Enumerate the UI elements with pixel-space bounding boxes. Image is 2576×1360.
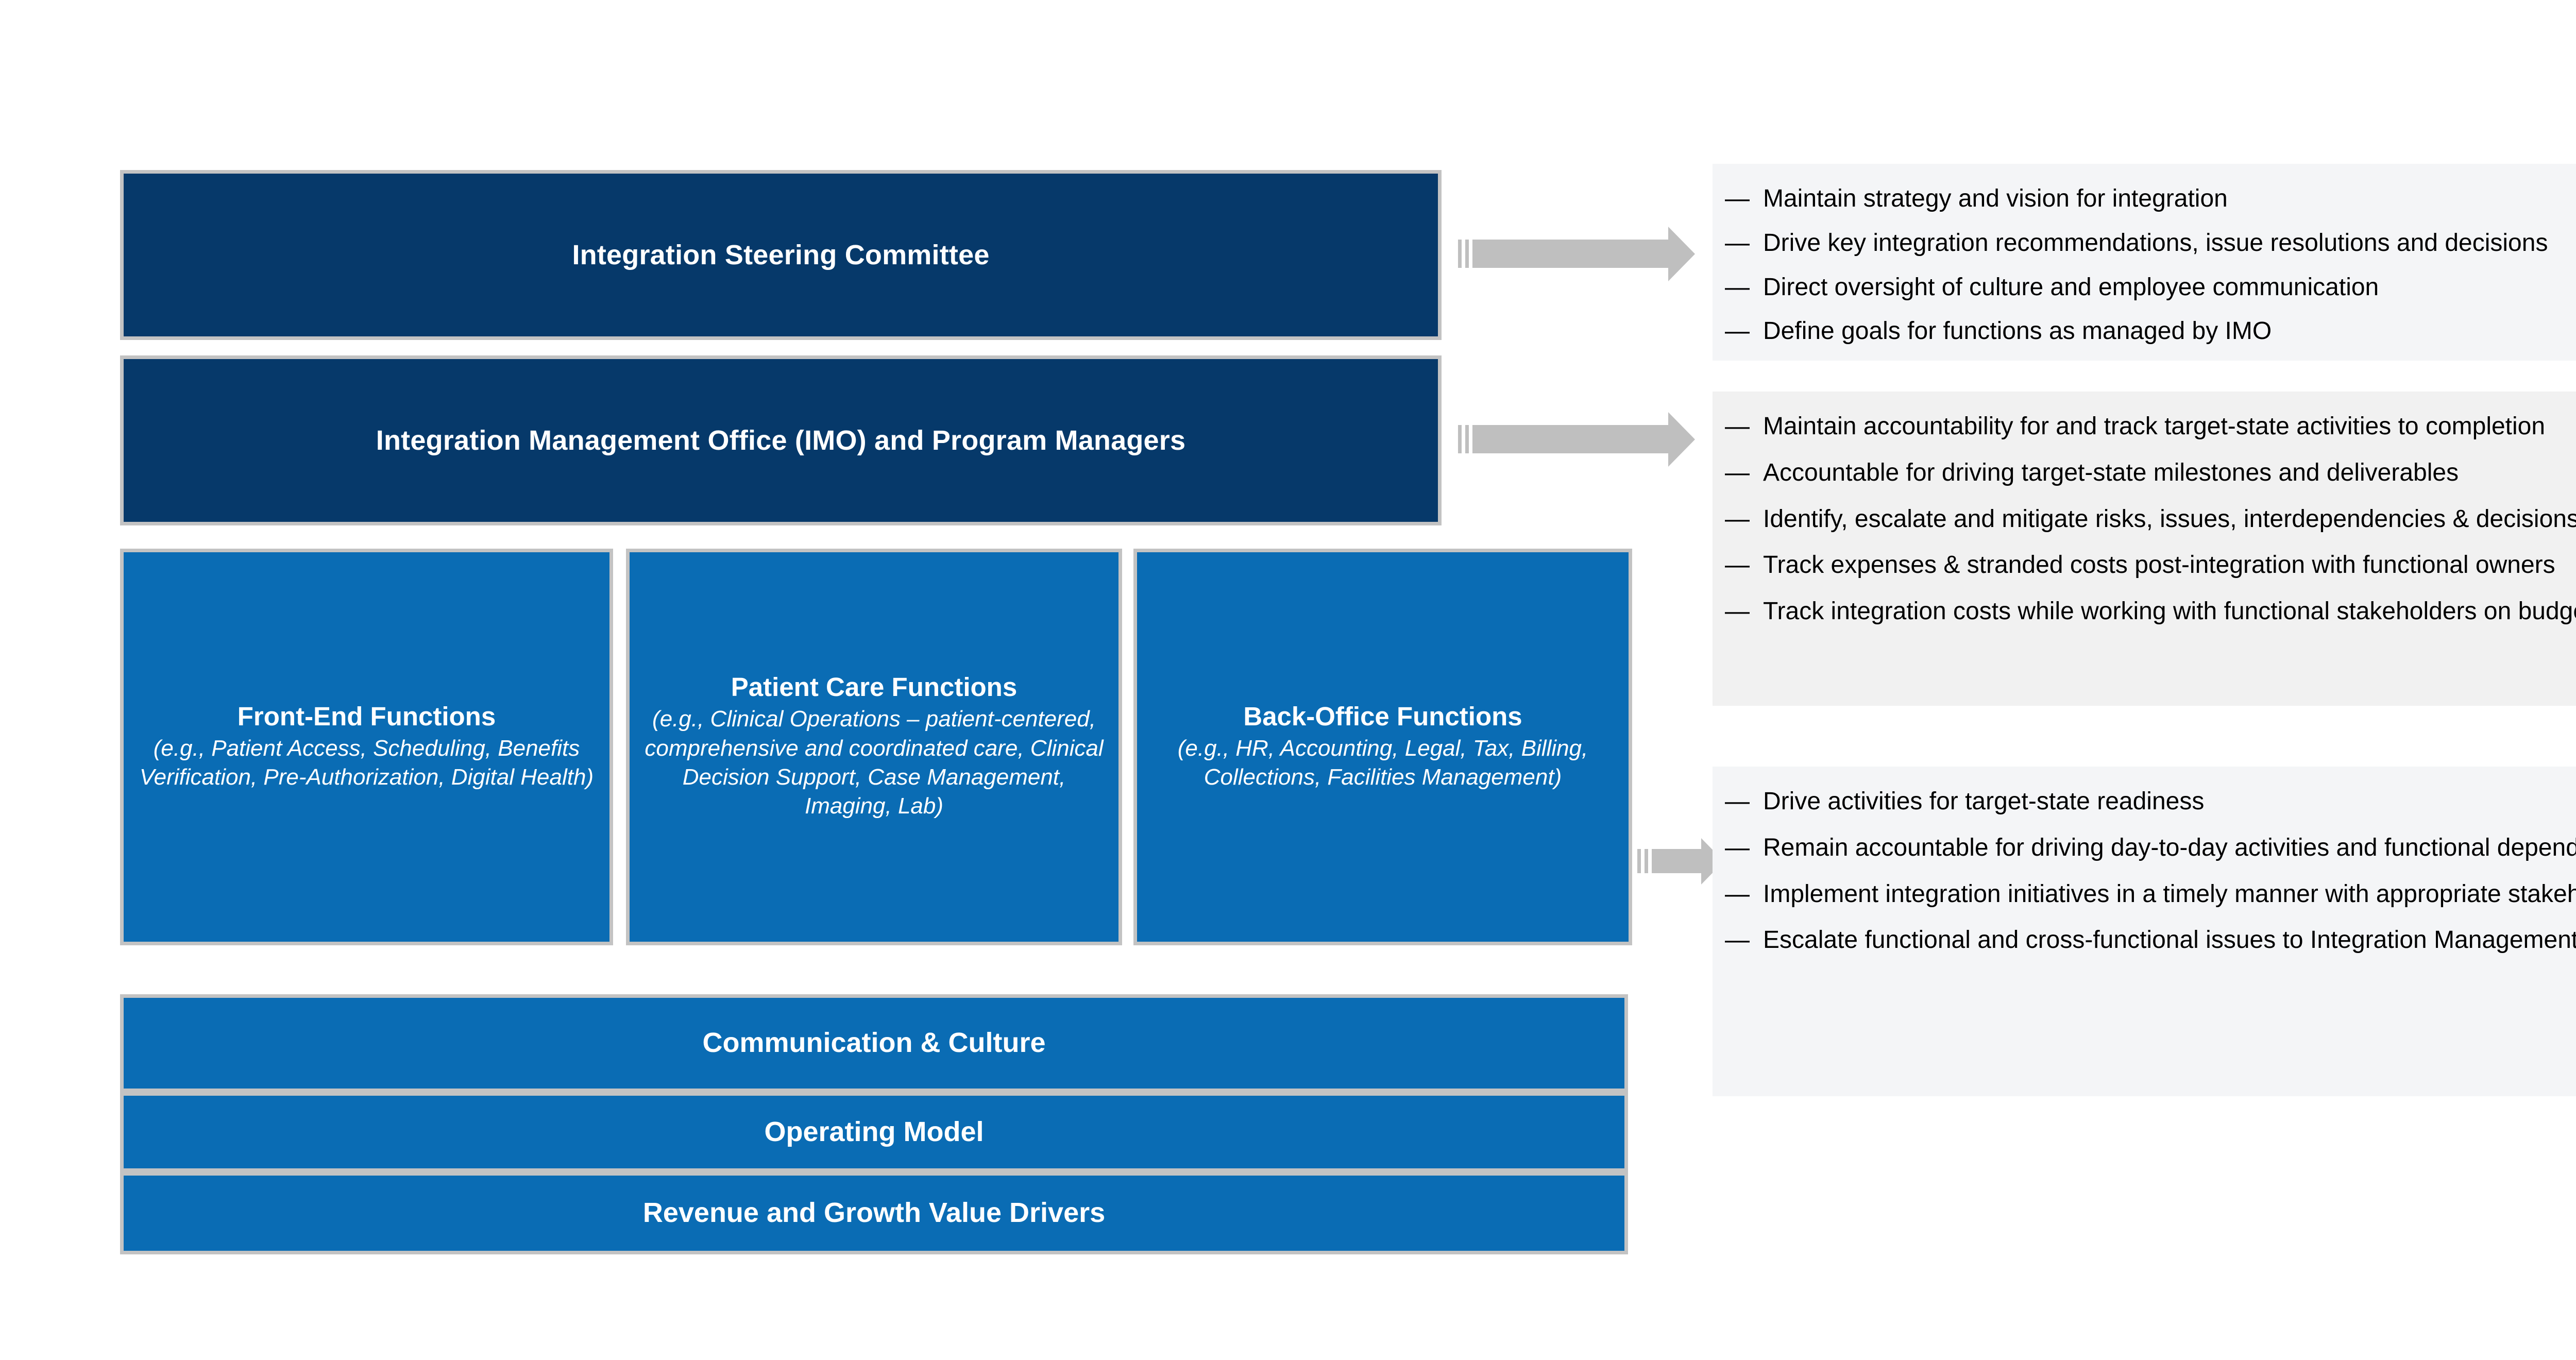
arrow-shaft xyxy=(1472,240,1668,268)
list-item: — Direct oversight of culture and employ… xyxy=(1725,271,2576,304)
bullet-text: Remain accountable for driving day-to-da… xyxy=(1763,834,2576,861)
communication-culture-bar[interactable]: Communication & Culture xyxy=(120,994,1628,1092)
bullet-dash-icon: — xyxy=(1725,880,1750,908)
bullet-dash-icon: — xyxy=(1725,788,1750,815)
communication-culture-label: Communication & Culture xyxy=(702,1027,1046,1059)
list-item: — Implement integration initiatives in a… xyxy=(1725,878,2576,911)
back-office-functions-title: Back-Office Functions xyxy=(1243,701,1522,731)
arrow-shaft xyxy=(1652,849,1701,873)
bullet-text: Drive activities for target-state readin… xyxy=(1763,788,2205,815)
bullet-text: Escalate functional and cross-functional… xyxy=(1763,926,2576,954)
bullet-dash-icon: — xyxy=(1725,317,1750,345)
bullet-text: Drive key integration recommendations, i… xyxy=(1763,229,2548,257)
front-end-functions-box[interactable]: Front-End Functions (e.g., Patient Acces… xyxy=(120,549,613,945)
bullet-dash-icon: — xyxy=(1725,185,1750,212)
front-end-functions-examples: (e.g., Patient Access, Scheduling, Benef… xyxy=(139,735,594,790)
operating-model-label: Operating Model xyxy=(764,1116,984,1147)
steering-committee-responsibilities-panel: — Maintain strategy and vision for integ… xyxy=(1713,164,2576,361)
back-office-functions-box[interactable]: Back-Office Functions (e.g., HR, Account… xyxy=(1133,549,1632,945)
arrow-right-icon-steering xyxy=(1458,226,1695,281)
bullet-dash-icon: — xyxy=(1725,413,1750,440)
bullet-text: Identify, escalate and mitigate risks, i… xyxy=(1763,505,2576,533)
bullet-text: Track integration costs while working wi… xyxy=(1763,598,2576,625)
revenue-growth-value-drivers-bar[interactable]: Revenue and Growth Value Drivers xyxy=(120,1172,1628,1254)
revenue-growth-value-drivers-label: Revenue and Growth Value Drivers xyxy=(642,1197,1106,1229)
responsibility-list: — Maintain accountability for and track … xyxy=(1725,410,2576,628)
bullet-text: Direct oversight of culture and employee… xyxy=(1763,273,2379,301)
arrow-tail-stripes xyxy=(1637,849,1652,873)
bullet-dash-icon: — xyxy=(1725,834,1750,861)
bullet-text: Maintain strategy and vision for integra… xyxy=(1763,185,2228,212)
bullet-text: Define goals for functions as managed by… xyxy=(1763,317,2272,345)
steering-committee-label: Integration Steering Committee xyxy=(572,239,990,270)
list-item: — Track integration costs while working … xyxy=(1725,595,2576,628)
arrow-head xyxy=(1668,412,1695,467)
bullet-text: Maintain accountability for and track ta… xyxy=(1763,413,2546,440)
list-item: — Escalate functional and cross-function… xyxy=(1725,924,2576,957)
bullet-text: Accountable for driving target-state mil… xyxy=(1763,458,2459,486)
bullet-dash-icon: — xyxy=(1725,926,1750,954)
patient-care-functions-box[interactable]: Patient Care Functions (e.g., Clinical O… xyxy=(626,549,1122,945)
list-item: — Maintain strategy and vision for integ… xyxy=(1725,182,2576,215)
patient-care-functions-examples: (e.g., Clinical Operations – patient-cen… xyxy=(645,706,1104,819)
list-item: — Define goals for functions as managed … xyxy=(1725,315,2576,348)
bullet-dash-icon: — xyxy=(1725,598,1750,625)
list-item: — Drive activities for target-state read… xyxy=(1725,785,2576,818)
responsibility-list: — Maintain strategy and vision for integ… xyxy=(1725,182,2576,348)
bullet-dash-icon: — xyxy=(1725,229,1750,257)
imo-label: Integration Management Office (IMO) and … xyxy=(376,424,1186,456)
list-item: — Remain accountable for driving day-to-… xyxy=(1725,831,2576,864)
bullet-dash-icon: — xyxy=(1725,551,1750,579)
list-item: — Accountable for driving target-state m… xyxy=(1725,456,2576,489)
patient-care-functions-title: Patient Care Functions xyxy=(731,672,1018,702)
list-item: — Maintain accountability for and track … xyxy=(1725,410,2576,443)
imo-responsibilities-panel: — Maintain accountability for and track … xyxy=(1713,392,2576,706)
arrow-shaft xyxy=(1472,425,1668,453)
list-item: — Identify, escalate and mitigate risks,… xyxy=(1725,503,2576,536)
front-end-functions-title: Front-End Functions xyxy=(237,701,496,731)
imo-box[interactable]: Integration Management Office (IMO) and … xyxy=(120,355,1442,525)
operating-model-bar[interactable]: Operating Model xyxy=(120,1092,1628,1172)
arrow-tail-stripes xyxy=(1458,425,1472,453)
responsibility-list: — Drive activities for target-state read… xyxy=(1725,785,2576,957)
bullet-dash-icon: — xyxy=(1725,458,1750,486)
arrow-right-icon-imo xyxy=(1458,412,1695,467)
back-office-functions-examples: (e.g., HR, Accounting, Legal, Tax, Billi… xyxy=(1177,735,1588,790)
arrow-head xyxy=(1668,226,1695,281)
steering-committee-box[interactable]: Integration Steering Committee xyxy=(120,170,1442,340)
bullet-text: Track expenses & stranded costs post-int… xyxy=(1763,551,2555,579)
list-item: — Track expenses & stranded costs post-i… xyxy=(1725,549,2576,582)
bullet-dash-icon: — xyxy=(1725,505,1750,533)
bullet-dash-icon: — xyxy=(1725,273,1750,301)
arrow-right-icon-functions xyxy=(1637,838,1724,885)
arrow-tail-stripes xyxy=(1458,240,1472,268)
bullet-text: Implement integration initiatives in a t… xyxy=(1763,880,2576,908)
list-item: — Drive key integration recommendations,… xyxy=(1725,227,2576,260)
functions-responsibilities-panel: — Drive activities for target-state read… xyxy=(1713,767,2576,1096)
